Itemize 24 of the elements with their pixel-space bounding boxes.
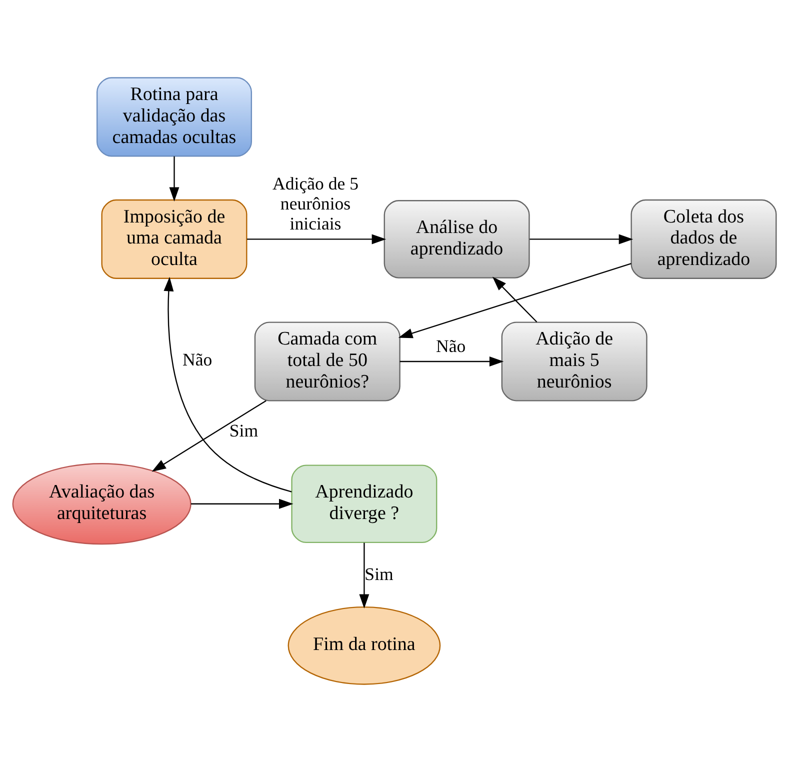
arrow [247, 234, 386, 244]
arrow [492, 276, 538, 322]
arrow [169, 156, 180, 202]
arrow [152, 400, 266, 472]
edge-label: Não [436, 336, 466, 356]
edge-label: Adição de 5 neurônios iniciais [272, 173, 359, 234]
node-ellipse: Fim da rotina [288, 606, 441, 685]
node-ellipse: Avaliação das arquiteturas [12, 463, 192, 545]
arrow [400, 356, 504, 366]
node-box: Rotina para validação das camadas ocultas [96, 77, 252, 157]
edge-label: Sim [364, 564, 394, 584]
arrow [398, 262, 632, 338]
node-box: Análise do aprendizado [384, 200, 530, 278]
edge-label: Sim [229, 420, 258, 440]
node-box: Adição de mais 5 neurônios [501, 322, 648, 402]
edge-label: Não [182, 350, 212, 370]
arrow [359, 542, 370, 608]
node-box: Camada com total de 50 neurônios? [254, 322, 400, 402]
node-box: Coleta dos dados de aprendizado [630, 199, 777, 279]
node-box: Imposição de uma camada oculta [101, 199, 248, 279]
arrow [530, 234, 634, 244]
arrow [191, 498, 294, 509]
node-box: Aprendizado diverge ? [291, 464, 438, 544]
arrow [164, 276, 292, 492]
